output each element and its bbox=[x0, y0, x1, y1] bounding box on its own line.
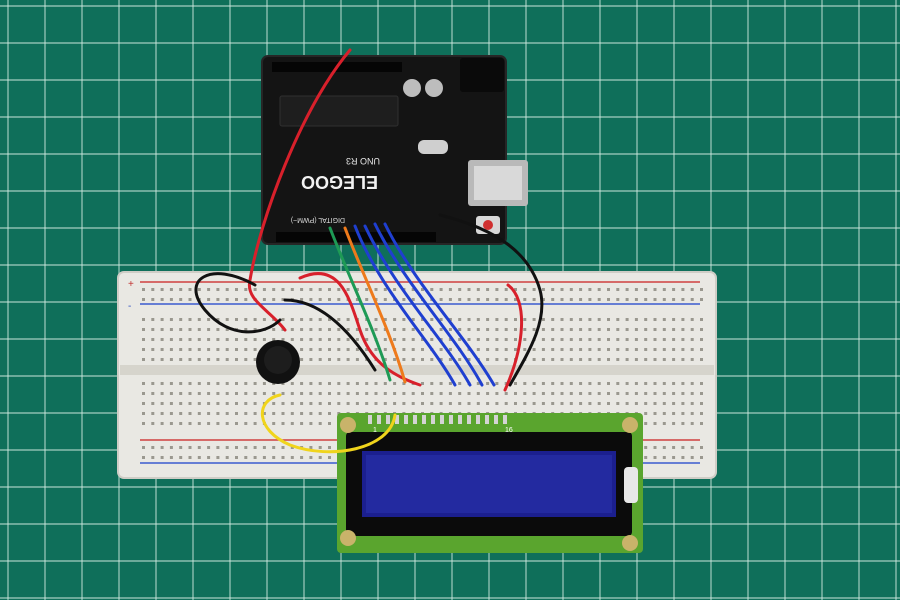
jumper-wires bbox=[194, 48, 544, 454]
potentiometer bbox=[256, 340, 300, 384]
wire-blue-4 bbox=[383, 222, 496, 387]
wire-blue-3 bbox=[373, 222, 484, 387]
arduino-board: ELEGOO UNO R3 DIGITAL (PWM~) bbox=[261, 55, 528, 245]
wire-orange bbox=[343, 226, 407, 384]
wire-green bbox=[328, 226, 392, 382]
wire-black-gnd bbox=[194, 272, 282, 334]
rail-minus-label: - bbox=[128, 301, 131, 312]
lcd-header-pins bbox=[368, 415, 507, 424]
wire-blue-1 bbox=[353, 224, 457, 387]
board-model: UNO R3 bbox=[346, 156, 380, 166]
lcd-module: 1 16 bbox=[337, 413, 643, 553]
lcd-pin-1-label: 1 bbox=[373, 427, 377, 434]
wire-blue-2 bbox=[363, 224, 472, 387]
wire-red-rail bbox=[298, 272, 422, 387]
wire-red-right bbox=[503, 283, 524, 392]
wire-black-lcd bbox=[283, 298, 377, 372]
wire-black-right bbox=[438, 213, 544, 387]
rail-plus-label: + bbox=[128, 279, 134, 290]
board-brand: ELEGOO bbox=[301, 172, 378, 192]
lcd-pin-16-label: 16 bbox=[505, 427, 513, 434]
digital-header-label: DIGITAL (PWM~) bbox=[291, 216, 345, 223]
wire-yellow bbox=[261, 393, 397, 454]
wire-red-5v bbox=[247, 48, 352, 332]
